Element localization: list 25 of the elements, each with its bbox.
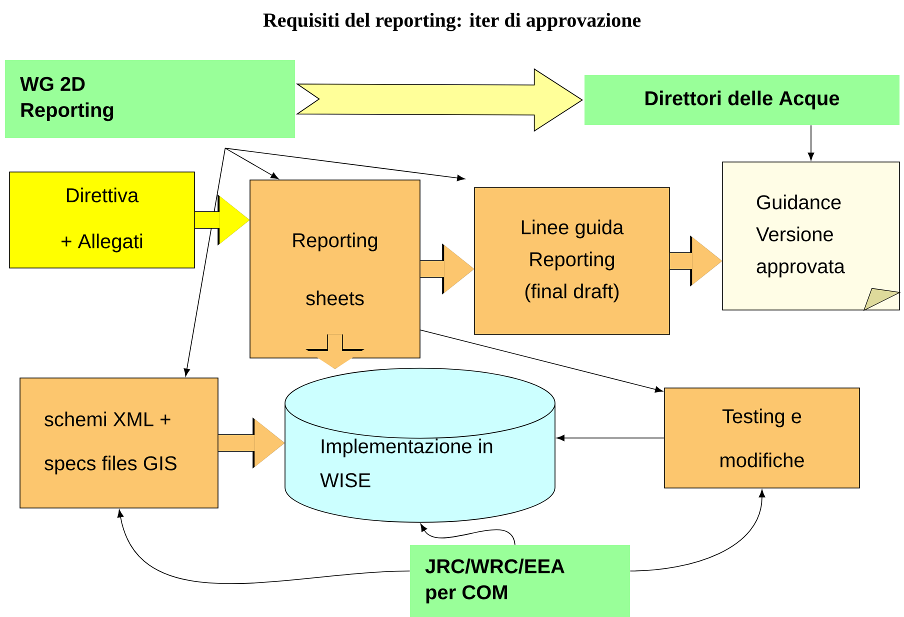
arrow [420,524,516,546]
process-box: Direttiva + Allegati [9,172,195,268]
title: Requisiti del reporting: iter di approvazione [263,12,641,32]
label-box: JRC/WRC/EEA per COM [410,545,630,617]
label-box: Direttori delle Acque [584,75,900,125]
arrow [224,148,465,182]
arrow [630,490,766,572]
block-arrow [670,236,722,286]
arrow [808,124,814,160]
arrow [224,148,279,180]
block-arrow [218,418,285,468]
process-box: Linee guida Reporting (final draft) [474,187,670,335]
arrow [420,330,663,393]
block-arrow [194,194,250,246]
database-cylinder: Implementazione in WISE [284,368,556,523]
label-box: WG 2D Reporting [5,60,295,138]
arrow [556,434,664,442]
arrow [184,148,226,376]
block-arrow [296,68,584,132]
block-arrow [306,334,364,369]
arrow [117,510,410,584]
process-box: schemi XML + specs files GIS [20,378,218,508]
process-box: Reporting sheets [250,180,420,358]
block-arrow [420,244,474,294]
process-box: Testing e modifiche [664,388,860,488]
